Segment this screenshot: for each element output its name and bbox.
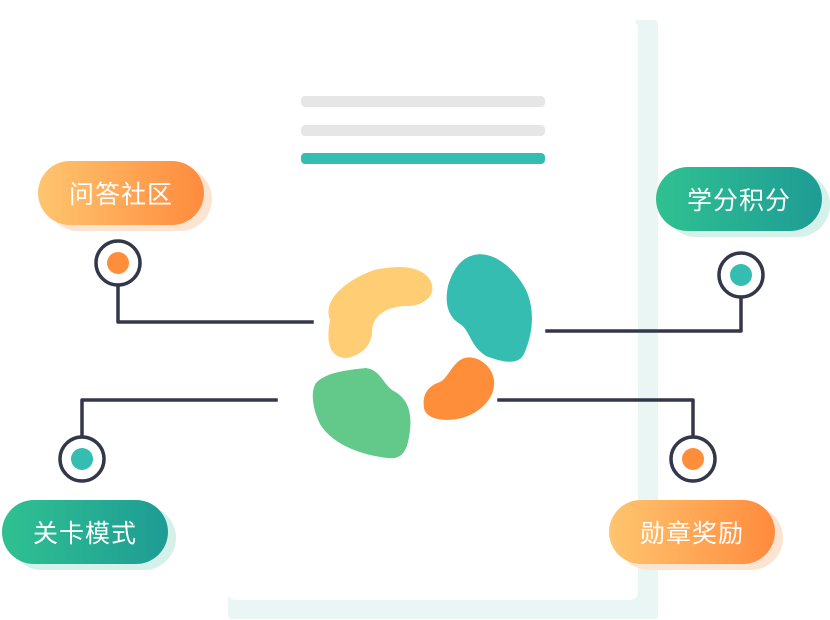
document-page (228, 20, 638, 600)
document-shadow-edge (634, 20, 658, 619)
document-shadow-bar (228, 595, 658, 619)
node-level (58, 435, 106, 483)
connector-line-level (80, 398, 278, 439)
document-text-line-2 (301, 125, 545, 136)
label-credits: 学分积分 (656, 167, 822, 231)
document-text-line-accent (301, 153, 545, 164)
node-badge (669, 435, 717, 483)
document-text-line-1 (301, 96, 545, 107)
connector-line-badge (497, 398, 695, 439)
petal-yellow (328, 266, 433, 358)
petal-green (312, 368, 411, 459)
label-level-mode: 关卡模式 (2, 500, 168, 564)
connector-line-credits (545, 295, 743, 333)
petal-orange (423, 357, 495, 420)
petal-teal (446, 254, 532, 362)
label-badge-rewards: 勋章奖励 (609, 500, 775, 564)
node-credits (717, 251, 765, 299)
label-qa-community: 问答社区 (38, 161, 204, 225)
node-qa (94, 239, 142, 287)
connector-line-qa (116, 284, 314, 324)
